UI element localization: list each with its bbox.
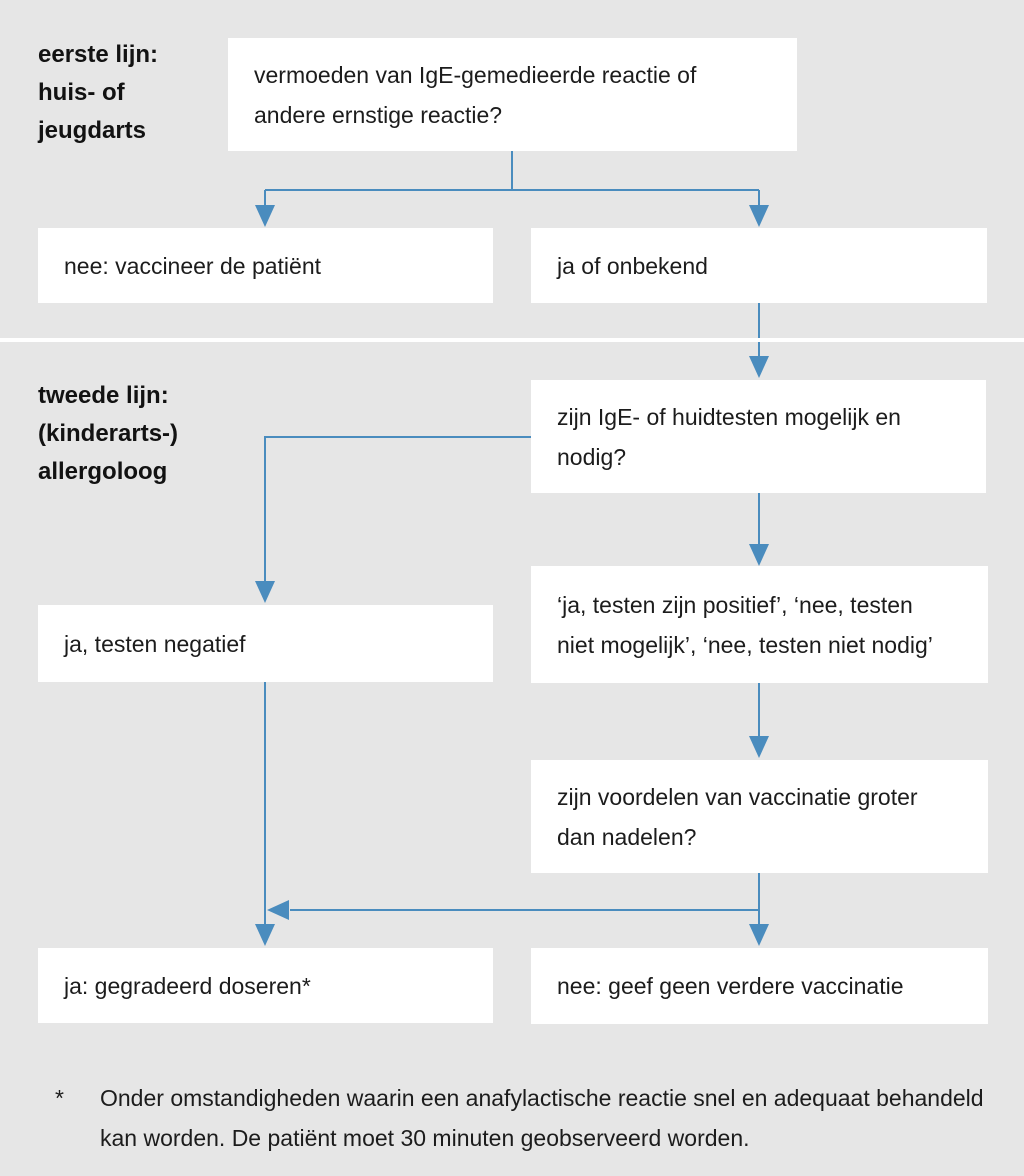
flow-box-text: niet mogelijk’, ‘nee, testen niet nodig’ [557,631,933,658]
connector-tests-possible-left [264,436,531,584]
flow-box-text: zijn IgE- of huidtesten mogelijk en [557,403,901,430]
arrowhead-to-benefits [749,736,769,758]
arrowhead-to-no-further [749,924,769,946]
flow-box-text: nodig? [557,443,627,470]
arrowhead-to-tests-positive [749,544,769,566]
footnote-lines: Onder omstandigheden waarin een anafylac… [100,1078,984,1158]
flow-box-benefits: zijn voordelen van vaccinatie groter dan… [531,760,988,873]
flow-box-text: ja, testen negatief [64,630,246,657]
section-label-text: allergoloog [38,458,168,485]
flow-box-text: ja of onbekend [557,252,708,279]
flow-box-graded-dosing: ja: gegradeerd doseren* [38,948,493,1023]
section-label-text: huis- of [38,79,125,106]
flow-box-yes-unknown: ja of onbekend [531,228,987,303]
section-label-first-line: eerste lijn: huis- of jeugdarts [38,36,158,150]
section-label-text: jeugdarts [38,117,147,144]
footnote: * Onder omstandigheden waarin een anafyl… [55,1078,1005,1158]
flow-box-no-vaccinate: nee: vaccineer de patiënt [38,228,493,303]
arrowhead-to-tests-negative [255,581,275,603]
arrowhead-to-yes-unknown [749,205,769,227]
flow-box-tests-possible: zijn IgE- of huidtesten mogelijk en nodi… [531,380,986,493]
arrowhead-to-no-vaccinate [255,205,275,227]
footnote-text: Onder omstandigheden waarin een anafylac… [100,1085,984,1111]
section-label-text: eerste lijn: [38,41,159,68]
section-divider [0,338,1024,342]
flow-box-tests-positive: ‘ja, testen zijn positief’, ‘nee, testen… [531,566,988,683]
flow-box-text: nee: vaccineer de patiënt [64,252,322,279]
flow-box-text: zijn voordelen van vaccinatie groter [557,783,918,810]
section-label-text: (kinderarts-) [38,420,179,447]
footnote-text: kan worden. De patiënt moet 30 minuten g… [100,1125,750,1151]
footnote-asterisk: * [55,1085,64,1111]
flow-box-text: nee: geef geen verdere vaccinatie [557,973,904,999]
arrowhead-merge-left [267,900,289,920]
arrowhead-to-tests-possible [749,356,769,378]
flow-box-text: dan nadelen? [557,823,697,850]
flow-box-text: andere ernstige reactie? [254,101,503,128]
flow-box-text: ja: gegradeerd doseren* [64,972,311,999]
section-label-text: tweede lijn: [38,382,169,409]
flow-box-no-further: nee: geef geen verdere vaccinatie [531,948,988,1024]
flow-box-tests-negative: ja, testen negatief [38,605,493,682]
flow-box-suspicion: vermoeden van IgE-gemedieerde reactie of… [228,38,797,151]
section-label-second-line: tweede lijn: (kinderarts-) allergoloog [38,377,178,491]
flow-box-text: vermoeden van IgE-gemedieerde reactie of [254,61,697,88]
flow-box-text: ‘ja, testen zijn positief’, ‘nee, testen [557,591,913,618]
arrowhead-to-graded-dosing [255,924,275,946]
